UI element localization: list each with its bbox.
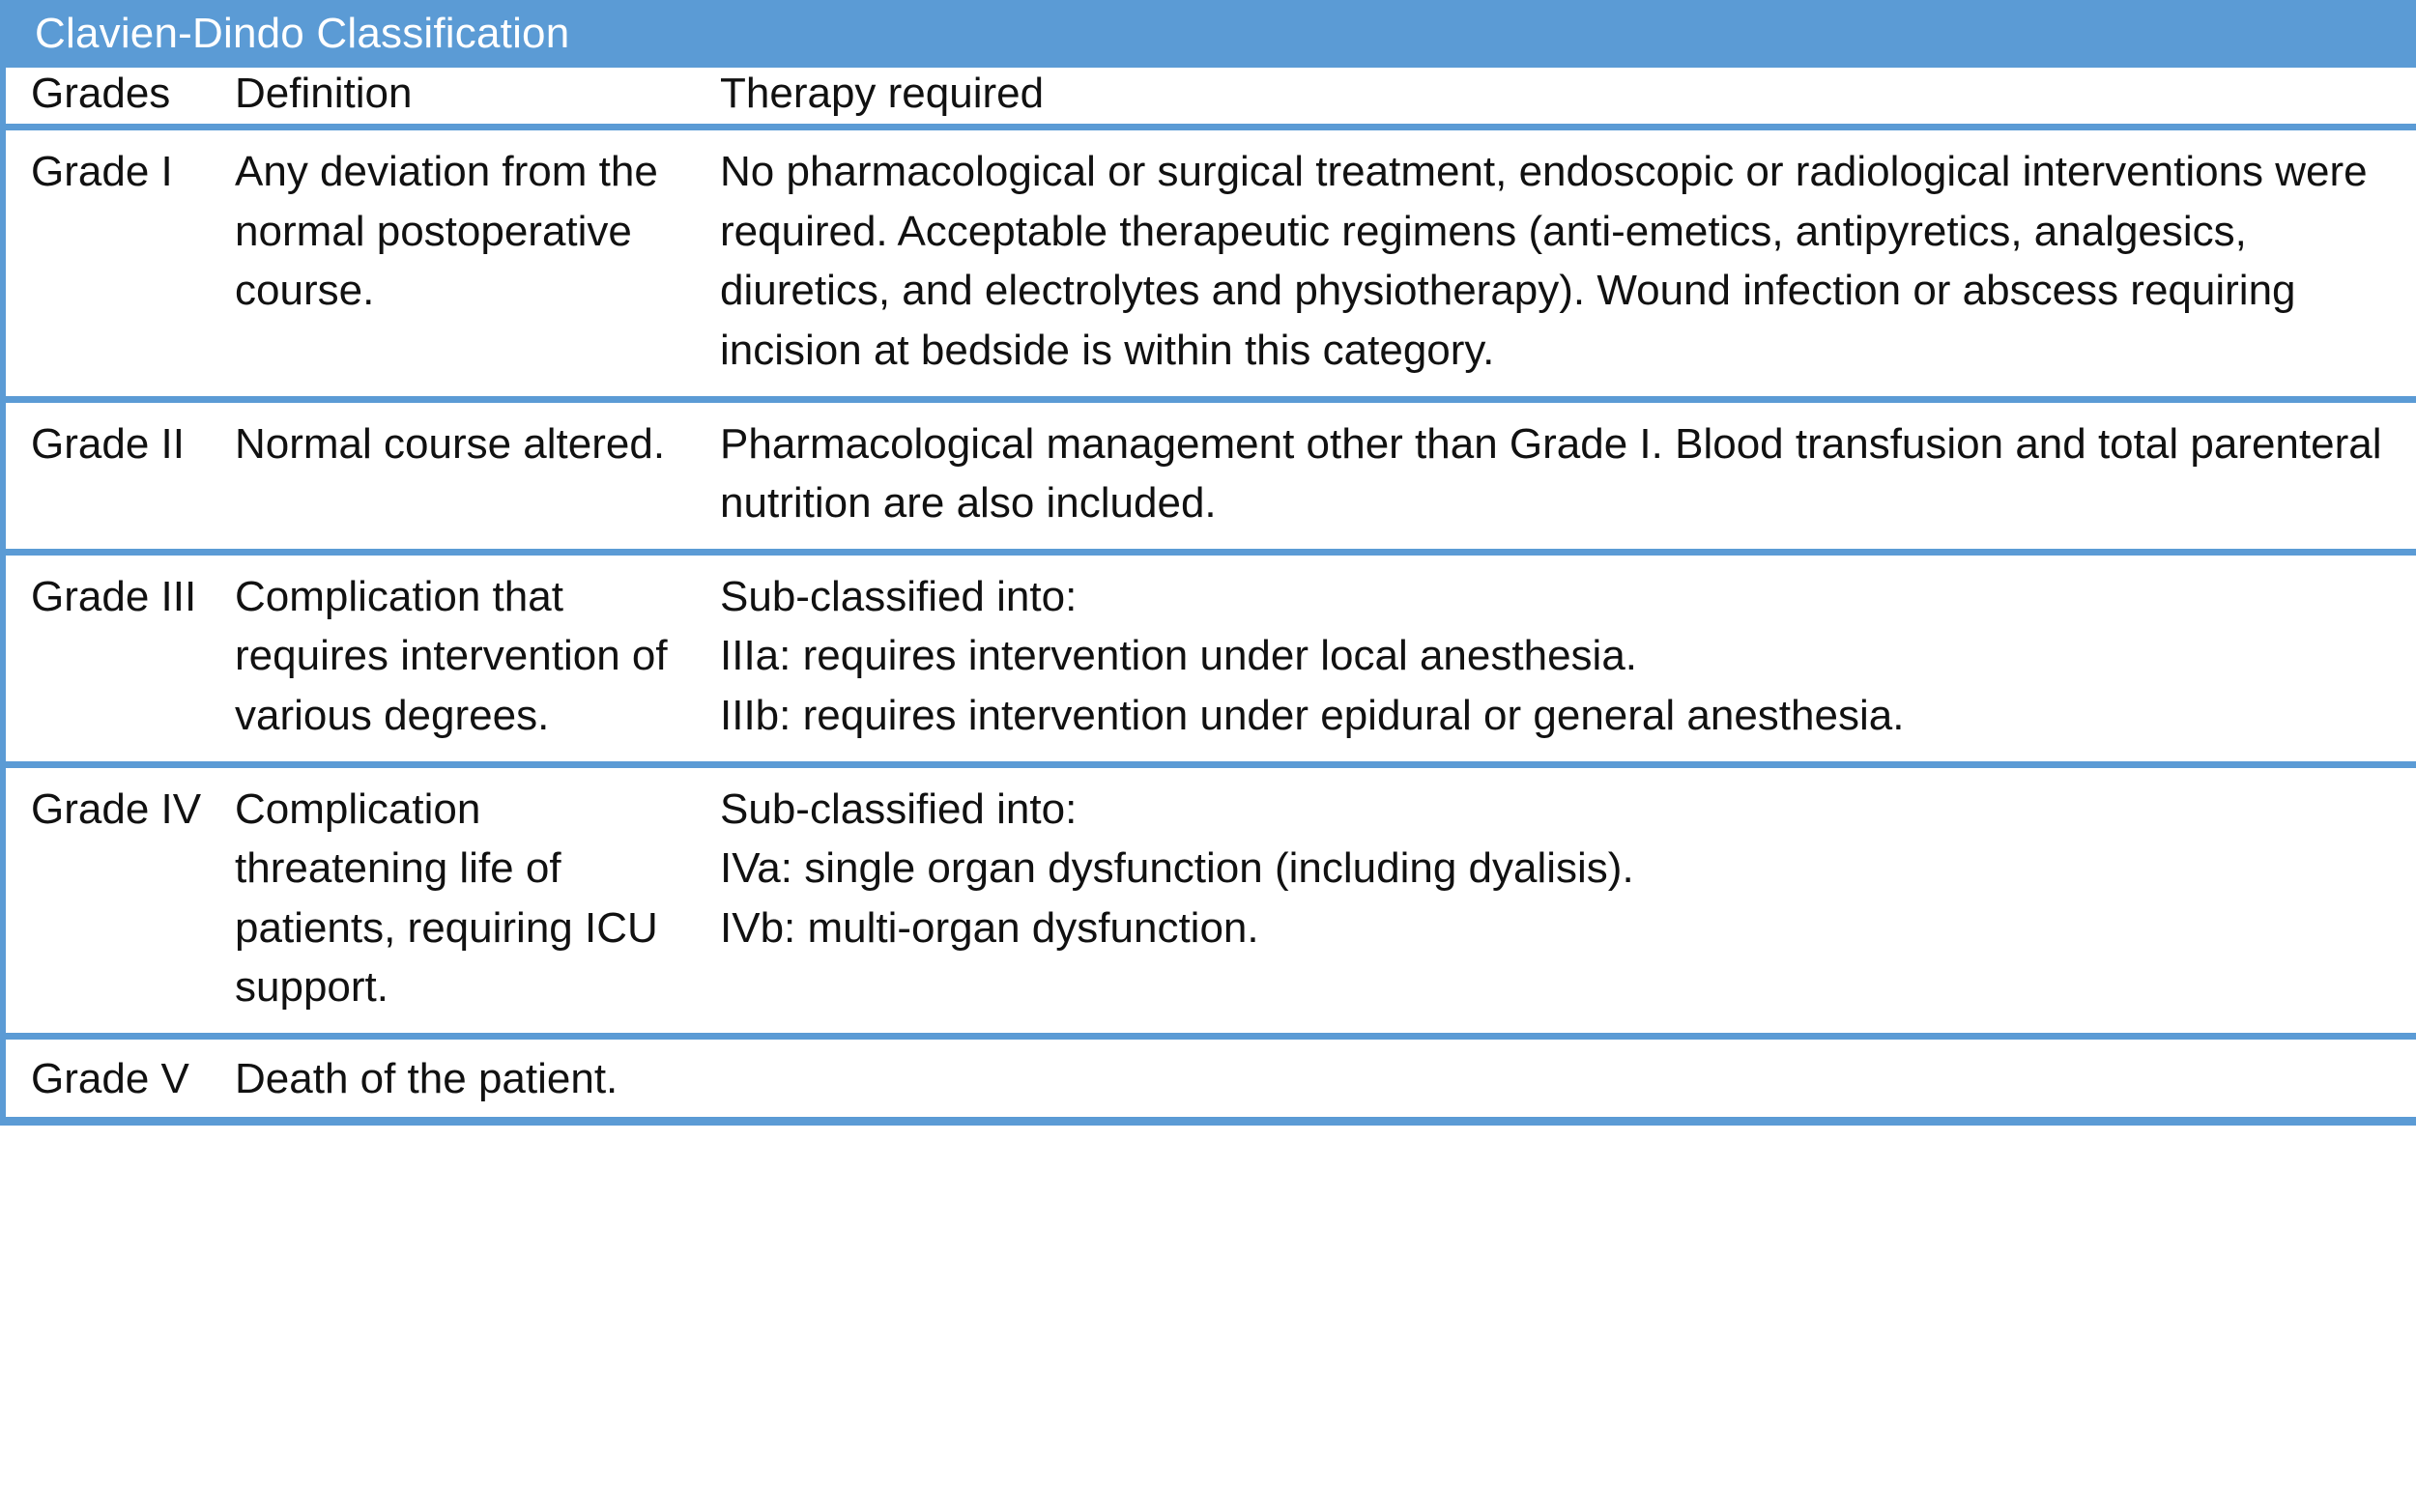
row-therapy-text: Sub-classified into: IVa: single organ d… bbox=[710, 764, 2416, 1040]
table-header-row: Grades Definition Therapy required bbox=[3, 68, 2416, 131]
column-header-therapy-required: Therapy required bbox=[710, 68, 2416, 131]
row-definition-text: Complication threatening life of patient… bbox=[227, 764, 710, 1040]
table-row: Grade I Any deviation from the normal po… bbox=[3, 127, 2416, 403]
row-definition-text: Any deviation from the normal postoperat… bbox=[227, 127, 710, 403]
table-row: Grade IV Complication threatening life o… bbox=[3, 764, 2416, 1040]
therapy-line: IVa: single organ dysfunction (including… bbox=[720, 844, 1634, 893]
row-grade-label: Grade II bbox=[3, 399, 227, 556]
table-title-row: Clavien-Dindo Classification bbox=[3, 2, 2416, 68]
row-therapy-text: Pharmacological management other than Gr… bbox=[710, 399, 2416, 556]
row-grade-label: Grade V bbox=[3, 1036, 227, 1121]
row-therapy-text: No pharmacological or surgical treatment… bbox=[710, 127, 2416, 403]
row-grade-label: Grade IV bbox=[3, 764, 227, 1040]
row-therapy-text: Sub-classified into: IIIa: requires inte… bbox=[710, 552, 2416, 768]
column-header-definition: Definition bbox=[227, 68, 710, 131]
table-row: Grade III Complication that requires int… bbox=[3, 552, 2416, 768]
therapy-line: IVb: multi-organ dysfunction. bbox=[720, 903, 1259, 952]
therapy-line: Sub-classified into: bbox=[720, 785, 1078, 833]
clavien-dindo-classification-table: Clavien-Dindo Classification Grades Defi… bbox=[0, 0, 2416, 1126]
table-row: Grade V Death of the patient. bbox=[3, 1036, 2416, 1121]
row-definition-text: Death of the patient. bbox=[227, 1036, 710, 1121]
row-definition-text: Complication that requires intervention … bbox=[227, 552, 710, 768]
row-definition-text: Normal course altered. bbox=[227, 399, 710, 556]
row-grade-label: Grade I bbox=[3, 127, 227, 403]
table-row: Grade II Normal course altered. Pharmaco… bbox=[3, 399, 2416, 556]
therapy-line: Sub-classified into: bbox=[720, 572, 1078, 620]
row-grade-label: Grade III bbox=[3, 552, 227, 768]
therapy-line: IIIb: requires intervention under epidur… bbox=[720, 691, 1905, 739]
table-title: Clavien-Dindo Classification bbox=[3, 2, 2416, 68]
therapy-line: IIIa: requires intervention under local … bbox=[720, 632, 1638, 680]
column-header-grades: Grades bbox=[3, 68, 227, 131]
row-therapy-text bbox=[710, 1036, 2416, 1121]
